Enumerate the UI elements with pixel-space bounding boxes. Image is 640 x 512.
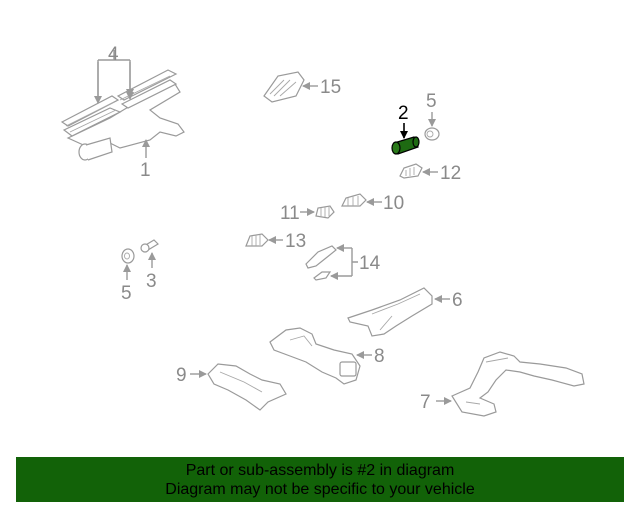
callout-10: 10: [383, 193, 404, 214]
part-6-duct[interactable]: [347, 287, 433, 337]
callout-5-upper: 5: [426, 91, 437, 112]
callout-8: 8: [374, 346, 385, 367]
part-5-clip-upper[interactable]: [424, 127, 440, 141]
part-8-blower-duct[interactable]: [269, 327, 361, 385]
callout-1: 1: [140, 160, 151, 181]
part-7-floor-duct[interactable]: [451, 351, 585, 417]
callout-14: 14: [359, 253, 381, 274]
part-2-duct-connector[interactable]: [391, 136, 420, 155]
part-14-bracket[interactable]: [305, 245, 337, 281]
part-5-clip-lower[interactable]: [121, 248, 135, 264]
callout-12: 12: [440, 163, 461, 184]
part-12-vent[interactable]: [399, 163, 423, 179]
part-10-vent[interactable]: [341, 193, 367, 207]
callout-13: 13: [285, 231, 306, 252]
callout-11: 11: [280, 203, 300, 224]
callout-15: 15: [320, 77, 341, 98]
part-15-vent-grille[interactable]: [263, 71, 305, 103]
callout-2: 2: [398, 103, 409, 124]
parts-diagram: 4 1 15 2 5 12 10 11: [60, 44, 585, 417]
part-1-duct-assembly[interactable]: [60, 69, 185, 161]
callout-9: 9: [176, 365, 187, 386]
callout-5-lower: 5: [121, 283, 132, 304]
callout-4: 4: [108, 44, 119, 65]
part-3-fastener[interactable]: [140, 239, 159, 253]
banner-line-2: Diagram may not be specific to your vehi…: [165, 481, 475, 498]
callout-7: 7: [420, 392, 431, 413]
callout-3: 3: [146, 271, 157, 292]
part-9-duct[interactable]: [207, 363, 287, 411]
part-11-vent[interactable]: [315, 205, 335, 219]
callout-6: 6: [452, 290, 463, 311]
banner-line-1: Part or sub-assembly is #2 in diagram: [185, 462, 455, 479]
part-info-banner: Part or sub-assembly is #2 in diagram Di…: [16, 457, 624, 502]
part-13-vent[interactable]: [245, 233, 269, 247]
